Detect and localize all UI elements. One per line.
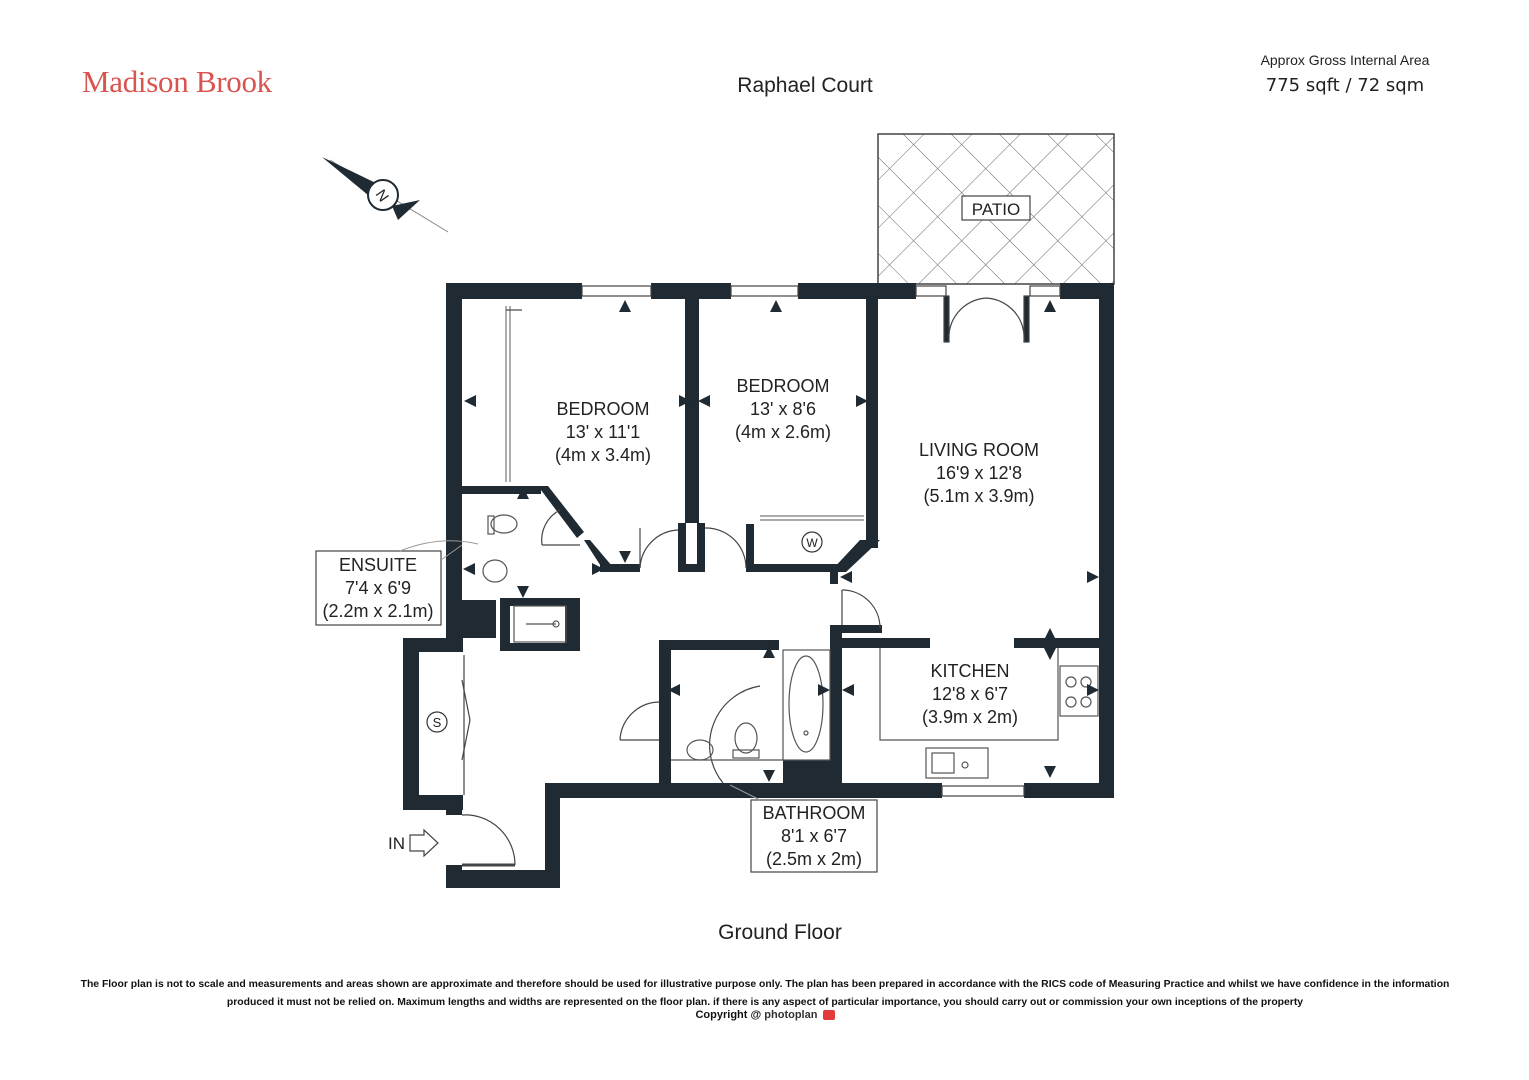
svg-text:(4m x 3.4m): (4m x 3.4m) <box>555 445 651 465</box>
svg-text:7'4 x 6'9: 7'4 x 6'9 <box>345 578 411 598</box>
room-bedroom2: BEDROOM 13' x 8'6 (4m x 2.6m) <box>735 376 831 442</box>
bathroom-toilet-icon <box>734 722 758 754</box>
copyright-brand: photoplan <box>764 1009 818 1021</box>
svg-text:13' x 8'6: 13' x 8'6 <box>750 399 816 419</box>
camera-icon <box>822 1010 835 1021</box>
svg-text:16'9 x 12'8: 16'9 x 12'8 <box>936 463 1022 483</box>
entrance-marker: IN <box>388 828 439 858</box>
room-kitchen: KITCHEN 12'8 x 6'7 (3.9m x 2m) <box>922 661 1018 727</box>
svg-text:(2.5m x 2m): (2.5m x 2m) <box>766 849 862 869</box>
storage-icon: S <box>426 711 448 733</box>
area-label: Approx Gross Internal Area <box>1260 52 1430 68</box>
fixtures <box>482 514 1099 779</box>
svg-text:(4m x 2.6m): (4m x 2.6m) <box>735 422 831 442</box>
svg-text:(5.1m x 3.9m): (5.1m x 3.9m) <box>923 486 1034 506</box>
svg-text:(2.2m x 2.1m): (2.2m x 2.1m) <box>322 601 433 621</box>
basin-icon <box>482 559 508 583</box>
page-title: Raphael Court <box>737 74 873 97</box>
room-ensuite: ENSUITE 7'4 x 6'9 (2.2m x 2.1m) <box>315 540 479 626</box>
compass-icon: N <box>322 157 449 233</box>
arrow-right-icon <box>409 828 439 858</box>
shower-icon <box>513 605 567 643</box>
bathroom-basin-icon <box>686 739 714 761</box>
bath-icon <box>782 649 831 761</box>
storage-letter: S <box>433 715 442 730</box>
disclaimer-text: The Floor plan is not to scale and measu… <box>80 979 1450 1008</box>
area-value: 775 sqft / 72 sqm <box>1265 75 1425 96</box>
patio-label: PATIO <box>972 200 1021 219</box>
svg-text:8'1 x 6'7: 8'1 x 6'7 <box>781 826 847 846</box>
svg-text:13' x 11'1: 13' x 11'1 <box>566 422 641 442</box>
svg-text:BEDROOM: BEDROOM <box>556 399 649 419</box>
copyright-prefix: Copyright @ <box>695 1009 762 1021</box>
room-bedroom1: BEDROOM 13' x 11'1 (4m x 3.4m) <box>555 399 651 465</box>
svg-text:LIVING ROOM: LIVING ROOM <box>919 440 1039 460</box>
svg-text:KITCHEN: KITCHEN <box>930 661 1009 681</box>
patio: PATIO <box>877 133 1115 285</box>
room-living: LIVING ROOM 16'9 x 12'8 (5.1m x 3.9m) <box>919 440 1039 506</box>
doors <box>461 295 1030 867</box>
hob-icon <box>1059 665 1099 717</box>
brand-logo: Madison Brook <box>82 64 272 99</box>
washer-letter: W <box>806 536 818 550</box>
svg-text:BEDROOM: BEDROOM <box>736 376 829 396</box>
walls <box>403 283 1114 888</box>
toilet-icon <box>490 514 518 534</box>
kitchen-sink-icon <box>925 747 989 779</box>
entrance-label: IN <box>388 834 405 853</box>
copyright: Copyright @ photoplan <box>600 1009 930 1021</box>
room-bathroom: BATHROOM 8'1 x 6'7 (2.5m x 2m) <box>729 784 878 873</box>
floor-name: Ground Floor <box>718 921 842 944</box>
svg-text:(3.9m x 2m): (3.9m x 2m) <box>922 707 1018 727</box>
washer-icon: W <box>801 531 823 553</box>
svg-text:BATHROOM: BATHROOM <box>763 803 866 823</box>
svg-text:ENSUITE: ENSUITE <box>339 555 417 575</box>
windows <box>581 285 1061 797</box>
measurement-arrows <box>463 300 1099 782</box>
svg-text:12'8 x 6'7: 12'8 x 6'7 <box>932 684 1008 704</box>
